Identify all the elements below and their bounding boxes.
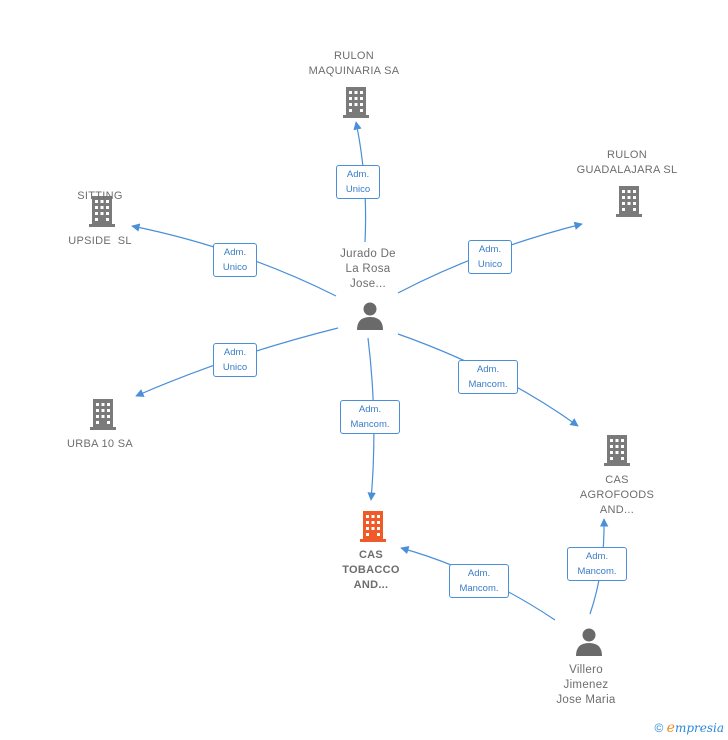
label-line: CAS [605,474,629,486]
badge-line: Adm. [223,247,247,258]
person-icon[interactable] [355,300,385,335]
company-label-cas-tobacco[interactable]: CAS TOBACCO AND... [311,548,431,593]
badge-line: Adm. [358,404,382,415]
badge-line: Unico [477,259,503,270]
label-line: AGROFOODS [579,489,655,501]
brand-name: mpresia [674,721,724,735]
person-label-jurado[interactable]: Jurado De La Rosa Jose... [318,247,418,292]
building-icon[interactable] [86,194,118,233]
edge-badge-cas-tobacco-villero[interactable]: Adm. Mancom. [449,564,509,598]
edge-badge-cas-tobacco-jurado[interactable]: Adm. Mancom. [340,400,400,434]
person-icon[interactable] [574,626,604,661]
edge-badge-rulon-maquinaria[interactable]: Adm. Unico [336,165,380,199]
label-line: URBA 10 SA [67,438,133,450]
copyright-icon: © [654,721,664,735]
building-icon[interactable] [613,184,645,223]
label-line: SITTING [77,190,123,202]
label-line: MAQUINARIA SA [308,65,400,77]
label-line: RULON [333,50,374,62]
brand-initial: e [666,720,675,736]
badge-line: Adm. [346,169,370,180]
label-line: AND... [353,579,389,591]
label-line: UPSIDE SL [68,235,132,247]
badge-line: Unico [222,262,248,273]
badge-line: Adm. [223,347,247,358]
badge-line: Adm. [467,568,491,579]
company-label-sitting-upside[interactable]: SITTING UPSIDE SL [40,159,160,264]
label-line: Jose Maria [556,694,616,706]
badge-line: Mancom. [459,583,499,594]
person-label-villero[interactable]: Villero Jimenez Jose Maria [536,663,636,708]
building-icon[interactable] [601,433,633,472]
label-line: Jurado De [340,248,396,260]
badge-line: Adm. [585,551,609,562]
company-label-cas-agrofoods[interactable]: CAS AGROFOODS AND... [557,473,677,518]
label-line: Jimenez [563,679,609,691]
label-line: TOBACCO [342,564,400,576]
edge-badge-urba10[interactable]: Adm. Unico [213,343,257,377]
company-label-rulon-guadalajara[interactable]: RULON GUADALAJARA SL [562,148,692,178]
label-line: RULON [606,149,647,161]
building-icon[interactable] [87,397,119,436]
label-line: AND... [599,504,635,516]
edge-badge-cas-agrofoods-villero[interactable]: Adm. Mancom. [567,547,627,581]
label-line: Villero [569,664,603,676]
edge-badge-rulon-guadalajara[interactable]: Adm. Unico [468,240,512,274]
company-label-urba10[interactable]: URBA 10 SA [40,437,160,452]
company-label-rulon-maquinaria[interactable]: RULON MAQUINARIA SA [294,49,414,79]
badge-line: Mancom. [577,566,617,577]
badge-line: Unico [345,184,371,195]
label-line: Jose... [350,278,386,290]
badge-line: Unico [222,362,248,373]
label-line: CAS [358,549,384,561]
edge-badge-sitting-upside[interactable]: Adm. Unico [213,243,257,277]
badge-line: Adm. [478,244,502,255]
badge-line: Adm. [476,364,500,375]
badge-line: Mancom. [350,419,390,430]
building-icon[interactable] [340,85,372,124]
label-line: La Rosa [345,263,391,275]
focus-building-icon[interactable] [357,509,389,548]
label-line: GUADALAJARA SL [576,164,678,176]
badge-line: Mancom. [468,379,508,390]
edge-badge-cas-agrofoods-jurado[interactable]: Adm. Mancom. [458,360,518,394]
brand-watermark: © empresia [654,720,724,736]
